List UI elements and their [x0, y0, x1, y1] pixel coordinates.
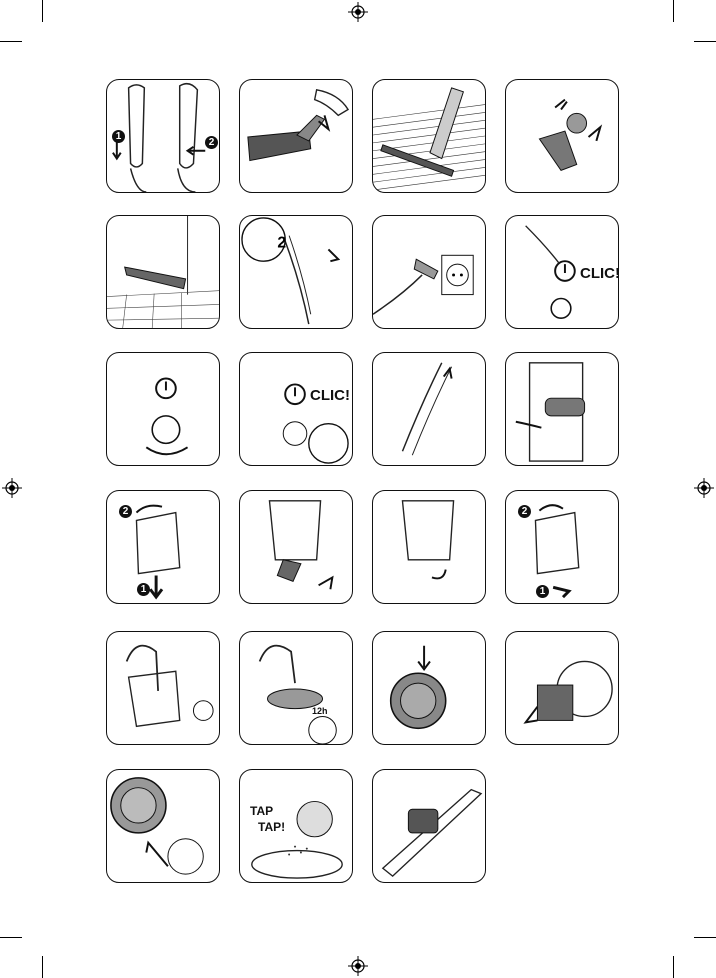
panel-power-off-unplug: CLIC!	[239, 352, 353, 466]
crosshair-registration-icon	[694, 478, 714, 498]
step-1-badge: 1	[536, 585, 549, 598]
crop-mark	[0, 937, 22, 938]
drying-time-label: 12h	[312, 706, 328, 716]
crosshair-registration-icon	[348, 2, 368, 22]
panel-rinse-container	[106, 631, 220, 745]
panel-plug-in	[372, 215, 486, 329]
step-1-badge: 1	[112, 130, 125, 143]
crop-mark	[42, 956, 43, 978]
panel-reinsert-container: 2 1	[505, 490, 619, 604]
panel-cord-wrap	[372, 352, 486, 466]
panel-filter-grid	[106, 769, 220, 883]
panel-power-on: CLIC!	[505, 215, 619, 329]
panel-empty-container	[239, 490, 353, 604]
step-2-badge: 2	[518, 505, 531, 518]
panel-assemble-handle: 1 2	[106, 79, 220, 193]
step-1-badge: 1	[137, 583, 150, 596]
panel-motor-filter-remove	[505, 631, 619, 745]
tap-label-2: TAP!	[258, 820, 285, 834]
panel-power-button-press	[106, 352, 220, 466]
panel-motor-filter-open	[372, 631, 486, 745]
svg-text:2: 2	[277, 234, 286, 251]
step-2-badge: 2	[119, 505, 132, 518]
crop-mark	[694, 937, 716, 938]
tap-label-1: TAP	[250, 804, 273, 818]
panel-tap-filter: TAP TAP!	[239, 769, 353, 883]
crosshair-registration-icon	[2, 478, 22, 498]
panel-floor-nozzle	[239, 79, 353, 193]
crop-mark	[673, 956, 674, 978]
panel-dust-container-release	[505, 352, 619, 466]
crop-mark	[42, 0, 43, 22]
panel-floor-vacuuming	[372, 79, 486, 193]
panel-remove-container: 2 1	[106, 490, 220, 604]
crop-mark	[694, 41, 716, 42]
panel-wipe-body	[372, 769, 486, 883]
panel-corner-cleaning	[106, 215, 220, 329]
panel-cord-unwrap: 2	[239, 215, 353, 329]
panel-close-container-lid	[372, 490, 486, 604]
crop-mark	[0, 41, 22, 42]
panel-crevice-tool	[505, 79, 619, 193]
crop-mark	[673, 0, 674, 22]
step-2-badge: 2	[205, 136, 218, 149]
panel-rinse-filter: 12h	[239, 631, 353, 745]
clic-label: CLIC!	[580, 265, 619, 282]
crosshair-registration-icon	[348, 956, 368, 976]
clic-label: CLIC!	[310, 387, 350, 404]
